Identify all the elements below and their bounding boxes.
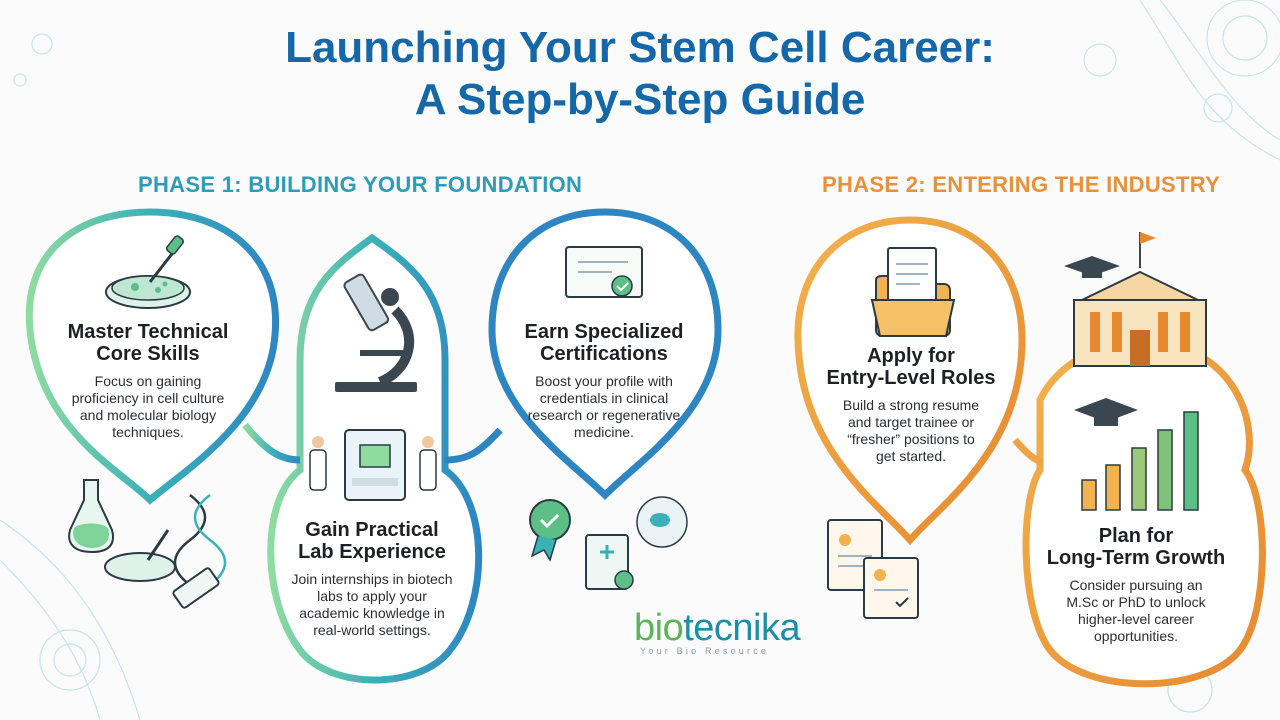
step-4-description: Build a strong resume and target trainee…	[842, 397, 980, 464]
lab-scene-illustration	[309, 429, 437, 501]
folder-icon	[870, 247, 956, 337]
step-4-card: Apply for Entry-Level Roles Build a stro…	[808, 345, 1014, 465]
phase-1-connector	[242, 422, 301, 464]
page-title: Launching Your Stem Cell Career: A Step-…	[0, 22, 1280, 126]
logo-wordmark-part-2: tecnika	[683, 607, 801, 649]
logo-wordmark-part-1: bio	[634, 607, 684, 649]
step-3-bubble-outline	[488, 208, 722, 500]
step-4-bubble-outline	[794, 216, 1026, 546]
logo-tagline: Your Bio Resource	[640, 646, 770, 656]
resume-documents-illustration	[827, 519, 919, 619]
biotecnika-logo: biotecnika Your Bio Resource	[634, 608, 834, 660]
phase-2-heading: PHASE 2: ENTERING THE INDUSTRY	[822, 172, 1221, 197]
step-1-card: Master Technical Core Skills Focus on ga…	[48, 321, 248, 441]
step-3-card: Earn Specialized Certifications Boost yo…	[502, 321, 706, 441]
step-1-bubble-outline	[25, 208, 280, 505]
step-1-title: Master Technical Core Skills	[67, 321, 229, 365]
step-5-bubble-outline	[1022, 338, 1266, 688]
petri-dish-dropper-icon	[105, 235, 191, 309]
step-2-card: Gain Practical Lab Experience Join inter…	[284, 519, 460, 639]
step-3-description: Boost your profile with credentials in c…	[527, 373, 681, 440]
phase-1-heading: PHASE 1: BUILDING YOUR FOUNDATION	[138, 172, 583, 197]
step-2-title: Gain Practical Lab Experience	[298, 519, 446, 563]
step-5-title: Plan for Long-Term Growth	[1046, 525, 1226, 569]
step-3-title: Earn Specialized Certifications	[524, 321, 684, 365]
step-5-description: Consider pursuing an M.Sc or PhD to unlo…	[1066, 577, 1206, 644]
page-title-line-1: Launching Your Stem Cell Career:	[285, 23, 995, 72]
phase-2-connector	[1012, 437, 1044, 466]
microscope-icon	[335, 273, 417, 392]
step-4-title: Apply for Entry-Level Roles	[826, 345, 996, 389]
phase-1-connector-2	[444, 427, 503, 464]
step-2-description: Join internships in biotech labs to appl…	[291, 571, 453, 638]
certificate-icon	[565, 246, 643, 298]
university-building-icon	[1064, 232, 1207, 367]
step-5-card: Plan for Long-Term Growth Consider pursu…	[1030, 525, 1242, 645]
badge-document-cell-illustration	[529, 496, 688, 590]
logo-wordmark: biotecnika	[634, 608, 834, 648]
growth-chart-icon	[1074, 398, 1199, 511]
page-title-line-2: A Step-by-Step Guide	[414, 75, 866, 124]
step-1-description: Focus on gaining proficiency in cell cul…	[71, 373, 225, 440]
flask-dna-illustration	[68, 479, 227, 609]
